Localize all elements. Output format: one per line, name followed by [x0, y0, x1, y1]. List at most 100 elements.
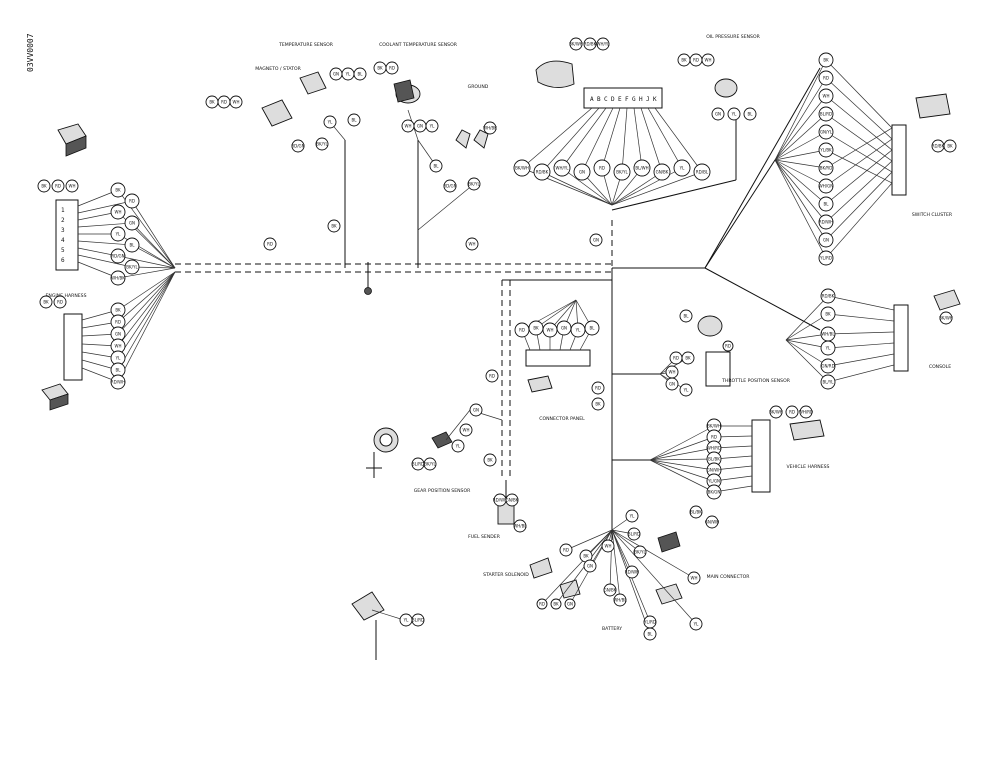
right-top-bubble-1-text: RD	[823, 76, 829, 81]
drawing-code: 03VV0007	[26, 33, 35, 72]
throttle-bubble-0-text: RD	[673, 356, 679, 361]
vehicle-harness-label: VEHICLE HARNESS	[787, 464, 830, 470]
magneto-bubble-2-text: WH	[233, 100, 240, 105]
right-top-bubble-5: YL/BK	[818, 142, 834, 158]
trunk-bubble-1-text: RD	[267, 242, 273, 247]
right-mid-bubble-0-text: RD/BK	[822, 294, 835, 299]
throttle-bubble-3-text: GN	[669, 382, 675, 387]
oil-sensor-label: OIL PRESSURE SENSOR	[706, 34, 760, 40]
left-top-head-bubble-2: WH	[65, 179, 79, 193]
oil-sensor-group: OIL PRESSURE SENSOR	[706, 34, 761, 98]
center-fan-bubble-2: WH/YL	[553, 159, 571, 177]
left-bottom-bubble-4-text: YL	[115, 356, 121, 361]
vehicle-top-bubble-2: WH/RD	[799, 405, 813, 419]
left-bottom-bubble-3: WH	[110, 338, 126, 354]
center-pin-5: F	[625, 96, 629, 103]
mid-side-bubble-0: RD	[591, 381, 605, 395]
right-low-bubble-0-text: BK/WH	[707, 424, 721, 429]
right-low-bubble-3-text: BL/BK	[708, 457, 720, 462]
starter-bubble-0-text: RD	[539, 602, 545, 607]
coolant-lower-bubble-2: YL	[425, 119, 439, 133]
right-top-side-bubble-0-text: RD/BK	[932, 144, 945, 149]
starter-bubble-1-text: BK	[553, 602, 559, 607]
coolant-drop-bubble: BL	[429, 159, 443, 173]
starter-label: STARTER SOLENOID	[483, 572, 529, 578]
sensor-bubble-2: BL	[353, 67, 367, 81]
right-low-bubble-4-text: GN/WH	[707, 468, 721, 473]
gear-bubble-4: BK/YL	[423, 457, 436, 471]
left-bottom-connector	[63, 313, 83, 381]
left-top-bubble-1: RD	[124, 193, 140, 209]
trunk-bubble-1: RD	[263, 237, 277, 251]
bottom-cluster-bubble-2-text: GN	[587, 564, 593, 569]
right-top-bubble-11: YL/RD	[818, 250, 834, 266]
oil-top-bubble-0: BK	[677, 53, 691, 67]
bottom-cluster-bubble-5: BL/RD	[627, 527, 641, 541]
oil-lower-bubble-2-text: BL	[748, 112, 754, 117]
mid-conn-bubble-4-text: YL	[575, 328, 581, 333]
top-plug-bubble-1-text: RD/BK	[584, 42, 597, 47]
bottom-cluster-bubble-3: WH	[601, 539, 615, 553]
right-low-bubble-2-text: WH/RD	[707, 446, 721, 451]
throttle-bubble-3: GN	[665, 377, 679, 391]
main-bubble-0: WH	[687, 571, 701, 585]
bottom-components: STARTER SOLENOID BATTERY MAIN CONNECTOR	[351, 531, 750, 632]
center-fan-bubble-7: GN/BK	[653, 163, 671, 181]
connector-icon-top-left	[57, 123, 87, 157]
oil-lower-bubble-0-text: GN	[715, 112, 721, 117]
center-fan-bubble-2-text: WH/YL	[556, 166, 570, 171]
right-low-bubble-5-text: YL/GN	[707, 479, 720, 484]
right-low-bubble-6: BK/GN	[706, 484, 722, 500]
fuel-bubble-1: GN/BK	[505, 493, 519, 507]
gear-bubble-4-text: BK/YL	[424, 462, 436, 467]
coolant-drop-bubble-text: BL	[434, 164, 440, 169]
magneto-lower-bubble-1: BL	[347, 113, 361, 127]
main-trunk	[175, 67, 821, 540]
right-top-bubble-5-text: YL/BK	[819, 148, 832, 153]
ecu-group: GEAR POSITION SENSOR	[373, 427, 471, 494]
left-bottom-bubble-6: RD/WH	[110, 374, 126, 390]
left-bottom-head-bubble-0: BK	[39, 295, 53, 309]
right-mid-bubble-2: WH/BL	[820, 326, 836, 342]
bottom-cluster-bubble-4-text: YL	[629, 514, 635, 519]
right-mid-bubble-1-text: BK	[825, 312, 831, 317]
top-plug-bubble-2-text: WH/YL	[597, 42, 611, 47]
left-bottom-bubble-1-text: RD	[115, 320, 121, 325]
mid-conn-bubble-2: WH	[542, 322, 558, 338]
sensor-bubble-0-text: GN	[333, 72, 339, 77]
main-bubble-1-text: YL	[693, 622, 699, 627]
battery-terminal-bubble-1: BL/RD	[411, 613, 425, 627]
throttle-bubble-1-text: BK	[685, 356, 691, 361]
right-top-bubble-8: BL	[818, 196, 834, 212]
left-top-bubble-1-text: RD	[129, 199, 135, 204]
right-low-bubble-1-text: RD	[711, 435, 717, 440]
engine-harness-text: ENGINE HARNESS	[45, 293, 86, 299]
throttle-side-bubble-text: RD	[725, 344, 731, 349]
right-top-bubble-8-text: BL	[824, 202, 830, 207]
vehicle-top-bubble-1: RD	[785, 405, 799, 419]
bracket-bubble-1: BK/YL	[467, 177, 480, 191]
bracket-bubble-1-text: BK/YL	[468, 182, 480, 187]
switch-cluster-label: SWITCH CLUSTER	[912, 212, 953, 218]
magneto-lower-bubble-1-text: BL	[352, 118, 358, 123]
sensor-bubble-1-text: YL	[345, 72, 351, 77]
gear-bubble-0: GN	[469, 403, 483, 417]
center-pin-1: B	[597, 96, 601, 103]
fuel-bubble-2-text: WH/BL	[513, 524, 527, 529]
harness-bubble-0: RD	[485, 369, 499, 383]
center-pin-3: D	[611, 96, 615, 103]
mid-conn-bubble-2-text: WH	[547, 328, 554, 333]
bottom-cluster-bubble-6-text: BK/YL	[634, 550, 646, 555]
trunk-bubble-0: BK	[327, 219, 341, 233]
top-plug-bubble-0: BK/WH	[569, 37, 583, 51]
center-fan-bubble-5: BK/YL	[613, 163, 631, 181]
wire-bubbles: BK/WHRD/BKWH/YLGNRDBK/YLBL/WHGN/BKYLRD/B…	[37, 37, 957, 641]
coolant-lower-bubble-1: GN	[413, 119, 427, 133]
vehicle-top-bubble-0: BK/WH	[769, 405, 783, 419]
coolant-top-bubble-0: BK	[373, 61, 387, 75]
coolant-lower-bubble-2-text: YL	[429, 124, 435, 129]
mid-conn-bubble-1-text: BK	[533, 326, 539, 331]
center-fan-bubble-0: BK/WH	[513, 159, 531, 177]
vehicle-top-bubble-2-text: WH/RD	[799, 410, 813, 415]
